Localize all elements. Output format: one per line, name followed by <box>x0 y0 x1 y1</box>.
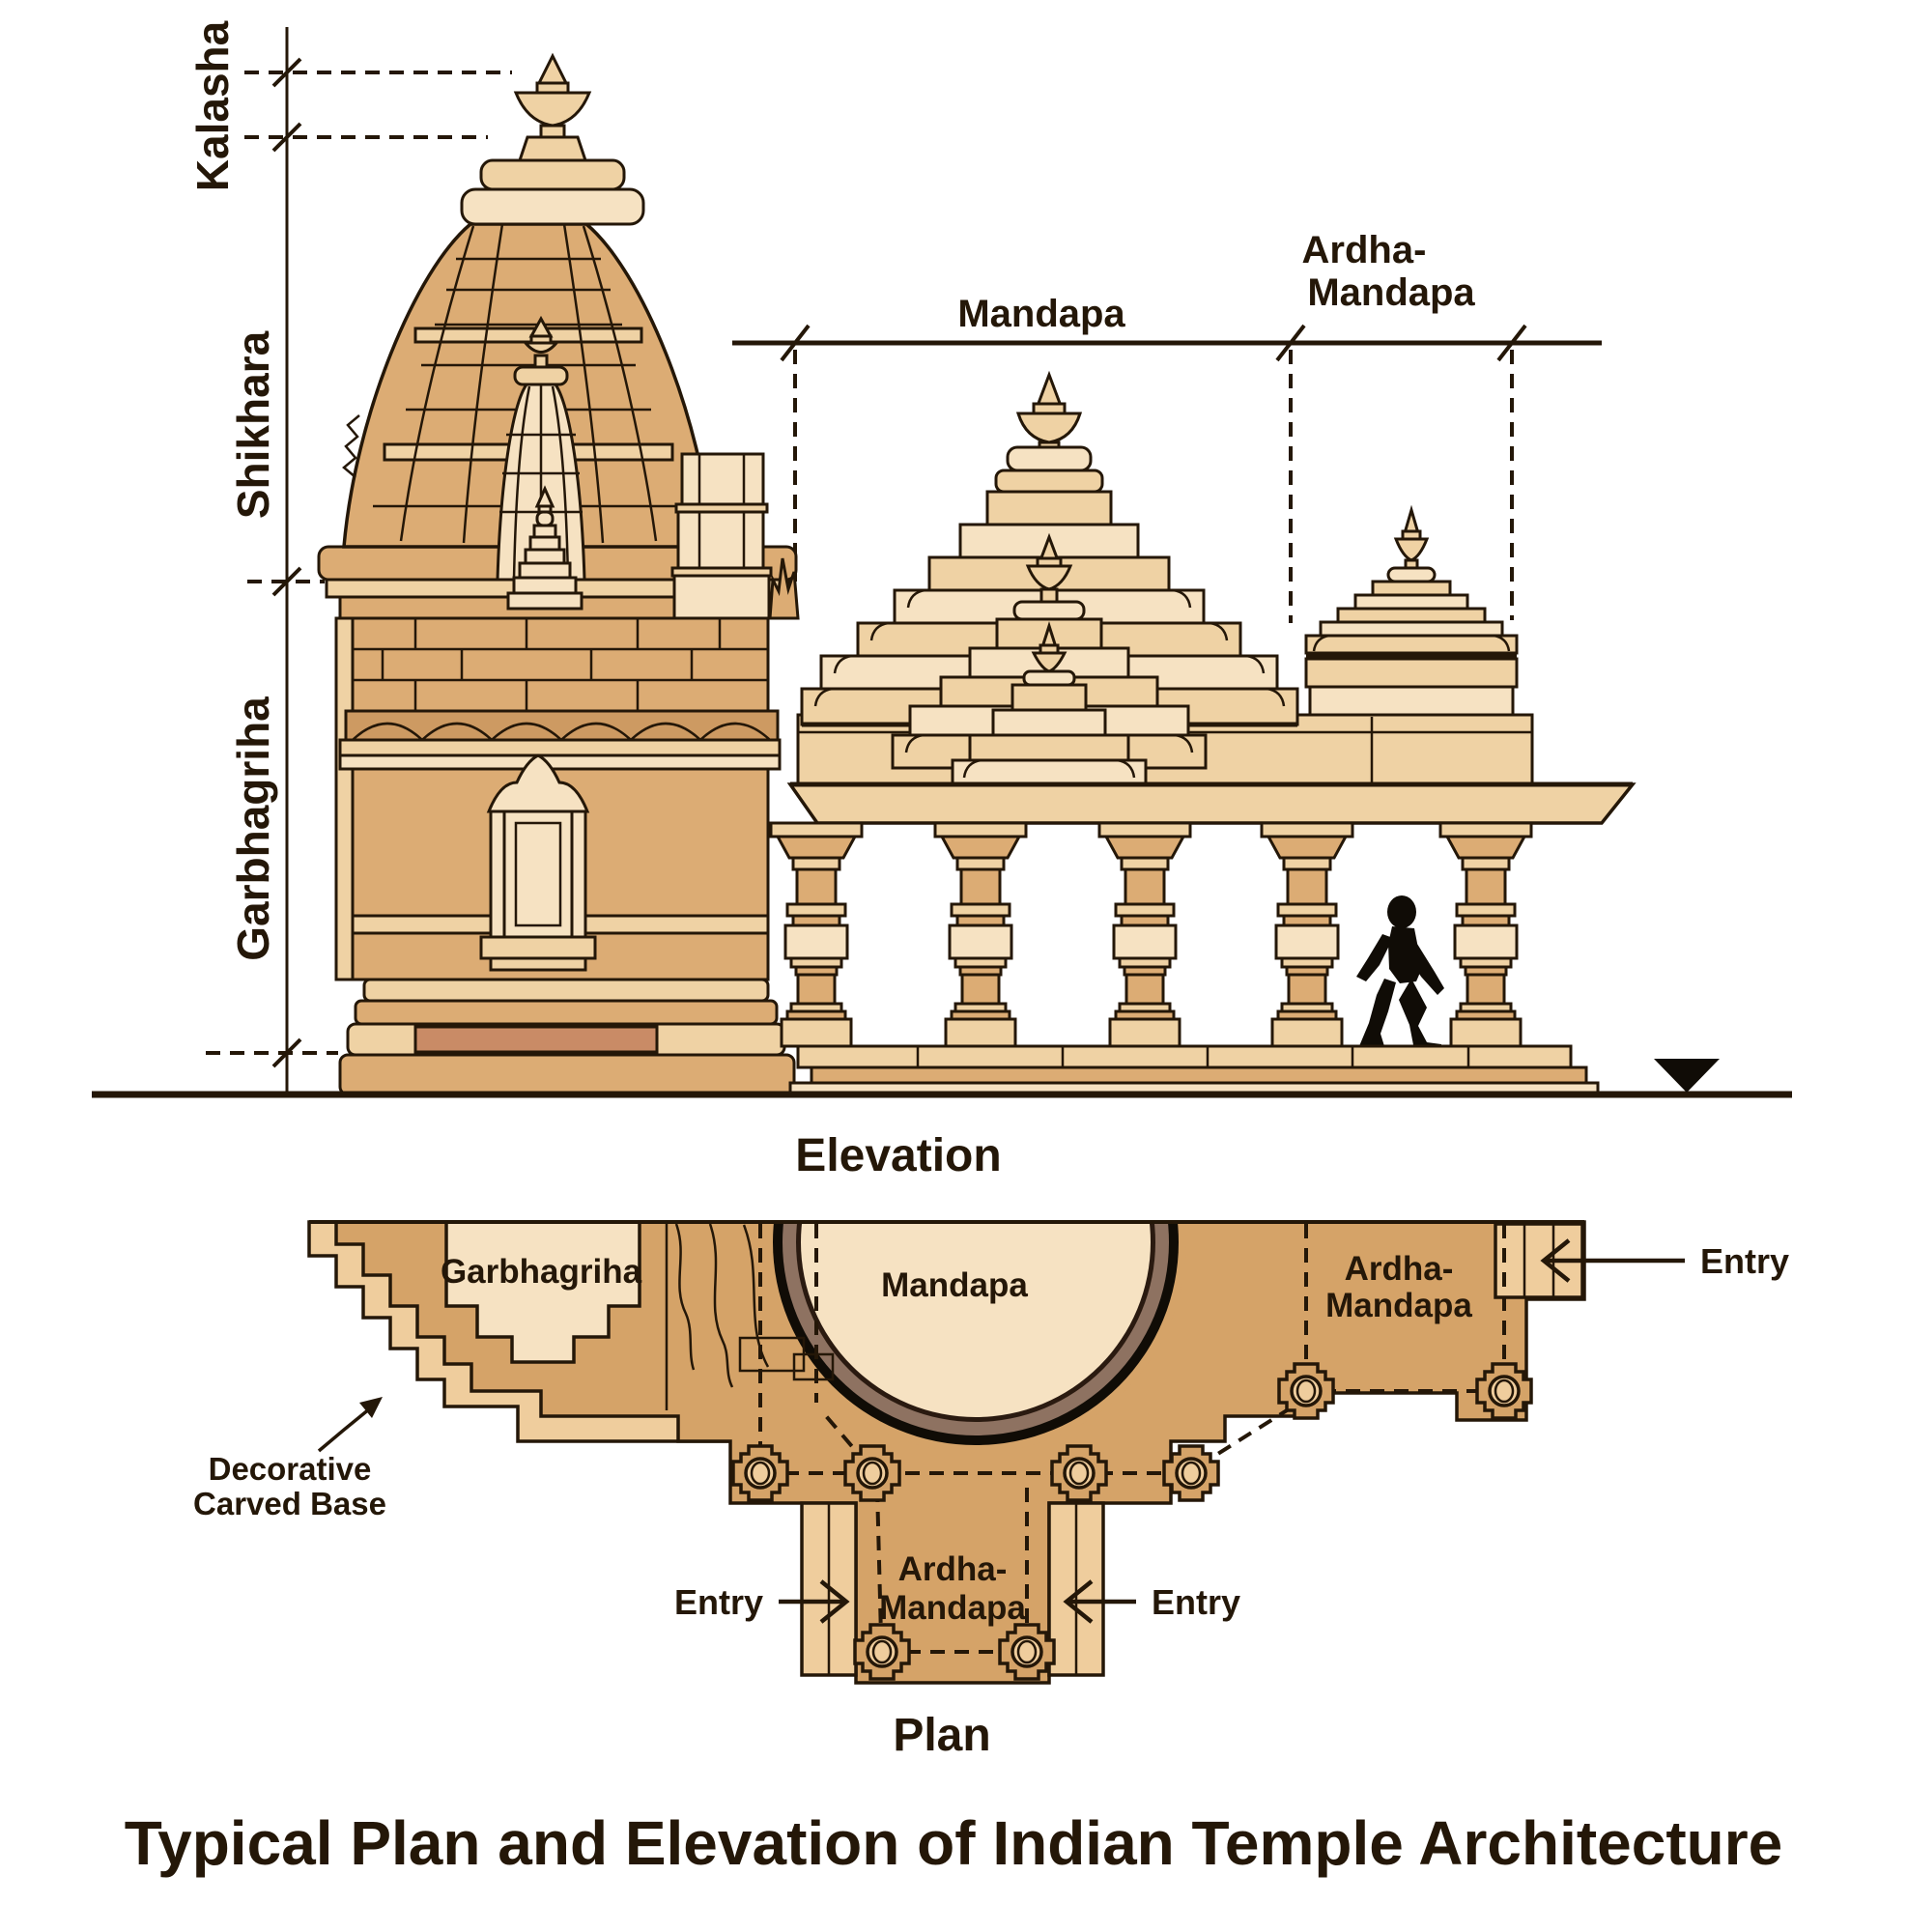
entry-arrows <box>779 1238 1685 1624</box>
label-mandapa-dim: Mandapa <box>957 293 1125 335</box>
corner-pinnacle <box>768 557 800 620</box>
garbhagriha-wall <box>334 616 782 981</box>
plan-label-entry-bottom-left: Entry <box>674 1582 763 1622</box>
plan-wall-mass <box>334 1220 1586 1685</box>
eave-slab <box>786 782 1637 825</box>
person-silhouette <box>1356 895 1444 1050</box>
label-ardha-dim-2: Mandapa <box>1307 271 1475 314</box>
diagram-title: Typical Plan and Elevation of Indian Tem… <box>125 1808 1783 1878</box>
plan-dashed-axes <box>758 1224 1506 1654</box>
plan-label-ardha-bottom-1: Ardha- <box>898 1550 1008 1588</box>
mandapa-roof-front <box>951 621 1148 789</box>
small-front-spire <box>506 485 583 611</box>
entry-arrow-right <box>1540 1238 1685 1283</box>
plan-label-entry-right: Entry <box>1700 1241 1789 1281</box>
label-garbhagriha: Garbhagriha <box>228 696 278 961</box>
shikhara-tower <box>317 52 800 620</box>
entry-arrow-bottom-left <box>779 1579 850 1624</box>
plan-label-note-1: Decorative <box>209 1451 372 1487</box>
carved-base-callout <box>317 1397 383 1453</box>
urushringa-front-spire <box>496 315 586 582</box>
mandapa-circle <box>765 1222 1186 1453</box>
kalasha-finial <box>513 52 592 162</box>
label-plan: Plan <box>893 1710 990 1761</box>
label-shikhara: Shikhara <box>228 330 278 519</box>
plan-label-ardha-bottom-2: Mandapa <box>879 1589 1026 1627</box>
height-dimension-lines: Kalasha Shikhara Garbhagriha <box>187 20 512 1094</box>
label-kalasha: Kalasha <box>187 20 238 191</box>
plan-view: Garbhagriha Mandapa Ardha- Mandapa Ardha… <box>193 1220 1789 1761</box>
width-dimension-lines: Mandapa Ardha- Mandapa <box>732 229 1602 623</box>
ardha-mandapa-roof <box>1304 504 1519 717</box>
ground-datum-triangle <box>1654 1059 1720 1093</box>
label-elevation: Elevation <box>795 1130 1001 1181</box>
plan-garbhagriha-chamber <box>444 1220 641 1364</box>
mandapa-hall <box>769 370 1637 1096</box>
plan-label-entry-bottom-right: Entry <box>1152 1582 1240 1622</box>
pilaster-stack <box>670 452 773 620</box>
elevation-view: Kalasha Shikhara Garbhagriha Mandapa Ard… <box>92 20 1792 1181</box>
plan-label-ardha-right-2: Mandapa <box>1325 1287 1472 1324</box>
plan-label-ardha-right-1: Ardha- <box>1345 1250 1454 1288</box>
mandapa-platform <box>788 1044 1600 1096</box>
plan-label-garbhagriha: Garbhagriha <box>441 1253 642 1291</box>
plan-label-mandapa: Mandapa <box>881 1266 1028 1304</box>
label-ardha-dim-1: Ardha- <box>1302 229 1427 271</box>
plan-label-note-2: Carved Base <box>193 1486 386 1521</box>
garbhagriha-plinth <box>338 978 796 1096</box>
entry-arrow-bottom-right <box>1063 1579 1136 1624</box>
